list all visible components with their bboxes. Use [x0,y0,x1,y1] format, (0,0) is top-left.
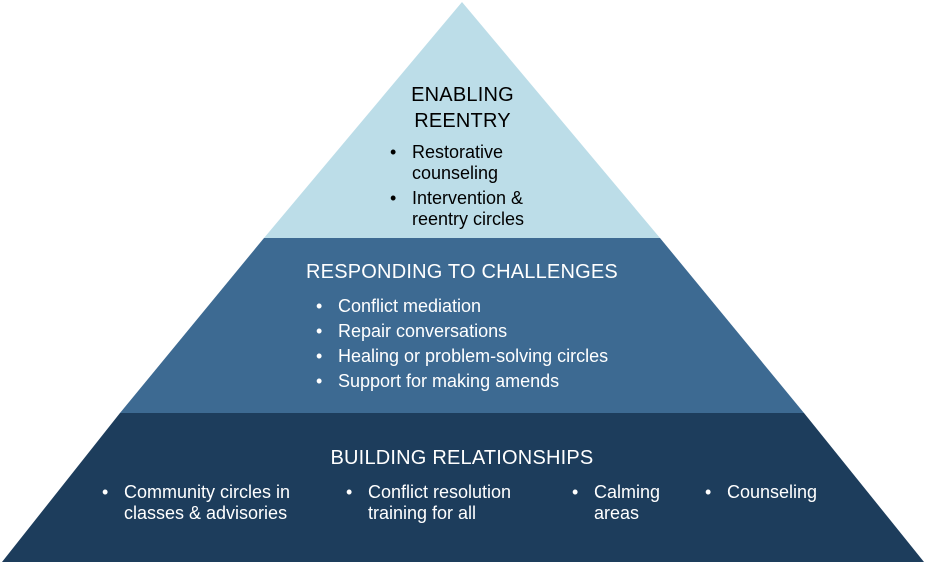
bullet-icon: • [102,482,109,502]
top-tier-title-line2: REENTRY [414,110,511,132]
list-item: • Calming areas [570,482,660,524]
list-item-line1: Counseling [727,482,818,502]
pyramid-middle-tier [120,238,804,413]
list-item: • Counseling [703,482,817,503]
list-item-line2: reentry circles [412,209,525,229]
bullet-icon: • [390,142,397,162]
bullet-icon: • [316,371,323,391]
bullet-icon: • [346,482,353,502]
list-item-label: Conflict mediation [338,296,482,316]
list-item-line1: Intervention & [412,188,524,208]
list-item: • Community circles in classes & advisor… [100,482,290,524]
list-item: • Conflict mediation [314,296,608,317]
bullet-icon: • [316,296,323,316]
bullet-icon: • [572,482,579,502]
list-item-line2: areas [594,503,640,523]
list-item-line2: classes & advisories [124,503,288,523]
list-item: • Support for making amends [314,371,608,392]
middle-tier-list: • Conflict mediation • Repair conversati… [314,296,608,396]
list-item: • Restorative counseling [388,142,560,184]
list-item: • Conflict resolution training for all [344,482,511,524]
list-item-line1: Conflict resolution [368,482,512,502]
bullet-icon: • [316,346,323,366]
list-item-label: Repair conversations [338,321,508,341]
bullet-icon: • [390,188,397,208]
list-item-line2: training for all [368,503,477,523]
list-item: • Repair conversations [314,321,608,342]
list-item-line2: counseling [412,163,499,183]
pyramid-bottom-tier [2,413,924,562]
list-item-line1: Community circles in [124,482,291,502]
list-item-line1: Restorative [412,142,504,162]
bullet-icon: • [316,321,323,341]
list-item-line1: Calming [594,482,661,502]
list-item: • Intervention & reentry circles [388,188,560,230]
list-item-label: Healing or problem-solving circles [338,346,609,366]
top-tier-content: ENABLING REENTRY • Restorative counselin… [380,82,560,234]
list-item-label: Support for making amends [338,371,560,391]
middle-tier-title: RESPONDING TO CHALLENGES [306,261,618,283]
list-item: • Healing or problem-solving circles [314,346,608,367]
bottom-tier-title: BUILDING RELATIONSHIPS [330,447,594,469]
pyramid-top-tier [264,2,660,238]
top-tier-title-line1: ENABLING [411,84,514,106]
bullet-icon: • [705,482,712,502]
top-tier-list: • Restorative counseling • Intervention … [388,142,560,230]
top-tier-title: ENABLING REENTRY [380,82,545,134]
